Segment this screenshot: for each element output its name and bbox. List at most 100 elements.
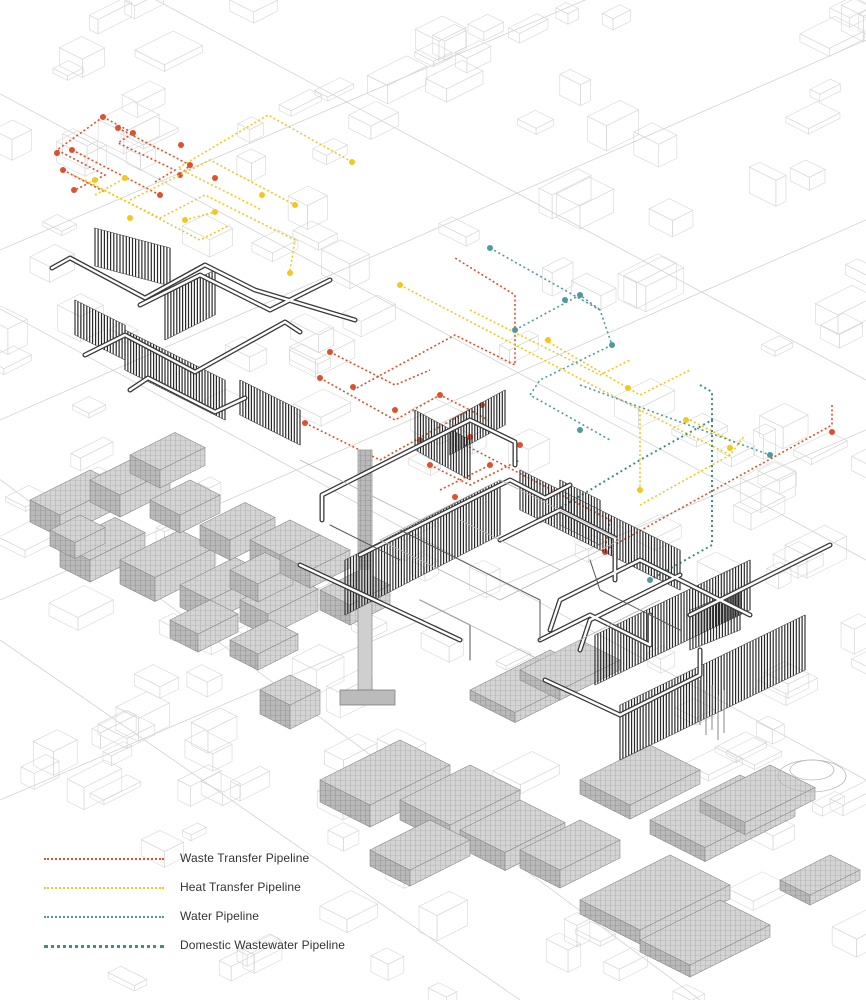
background-building — [748, 161, 787, 207]
bar-array — [449, 389, 506, 456]
background-building — [755, 715, 785, 745]
background-building — [438, 216, 480, 247]
background-building — [538, 168, 592, 220]
background-building — [408, 453, 442, 477]
water-nodes — [487, 245, 773, 583]
background-building — [757, 461, 798, 495]
background-building — [570, 272, 617, 310]
background-building — [467, 13, 505, 42]
legend-swatch-waste — [44, 858, 164, 860]
background-building — [733, 487, 786, 531]
background-building — [623, 256, 685, 313]
background-building — [648, 198, 694, 238]
background-building — [495, 648, 532, 671]
legend-item-waste: Waste Transfer Pipeline — [44, 848, 364, 877]
background-building — [761, 335, 794, 357]
background-building — [52, 60, 84, 81]
background-building — [342, 294, 397, 338]
grey-building-block — [369, 819, 471, 887]
background-building — [287, 185, 329, 231]
background-building — [545, 932, 582, 973]
main-pipe-lines — [49, 255, 833, 718]
background-building — [348, 100, 399, 140]
background-building — [799, 15, 866, 57]
grey-building-block — [49, 514, 106, 559]
grey-building-block — [129, 432, 206, 489]
background-building — [792, 431, 848, 466]
bar-array — [239, 379, 301, 446]
waste-transfer-pipeline-network — [55, 116, 833, 551]
background-building — [727, 871, 789, 911]
background-building — [66, 759, 123, 811]
background-building — [819, 313, 864, 349]
background-building — [288, 326, 356, 378]
background-building — [559, 68, 592, 107]
background-building — [71, 396, 107, 419]
background-building — [293, 388, 352, 427]
background-building — [633, 122, 678, 168]
background-building — [140, 829, 185, 868]
background-building — [844, 258, 866, 286]
background-building — [789, 159, 826, 191]
background-building — [97, 709, 156, 750]
background-building — [327, 822, 360, 852]
background-building — [739, 460, 797, 514]
background-building — [237, 116, 264, 143]
background-building — [292, 220, 338, 251]
legend-item-water: Water Pipeline — [44, 906, 364, 935]
background-building — [758, 402, 809, 450]
background-building — [278, 89, 323, 117]
background-building — [498, 330, 540, 365]
background-building — [181, 214, 234, 258]
background-building — [236, 933, 281, 967]
background-building — [0, 305, 28, 356]
background-building — [414, 15, 467, 61]
background-building — [850, 651, 866, 675]
legend-item-heat: Heat Transfer Pipeline — [44, 877, 364, 906]
background-building — [809, 78, 841, 102]
background-building — [229, 766, 271, 802]
bar-array — [414, 409, 471, 481]
background-building — [517, 109, 555, 135]
background-building — [418, 890, 469, 942]
bar-array — [94, 227, 171, 287]
background-building — [177, 764, 222, 807]
grey-building-block — [779, 854, 861, 906]
background-building — [671, 412, 729, 448]
background-building — [229, 0, 278, 24]
background-building — [32, 729, 78, 776]
column-cluster — [699, 680, 725, 740]
background-building — [829, 0, 866, 28]
background-building — [121, 80, 166, 119]
background-building — [48, 585, 114, 631]
legend-swatch-wastewater — [44, 945, 164, 948]
background-building — [647, 645, 676, 674]
heat-transfer-pipeline-network — [72, 114, 746, 506]
domestic-wastewater-pipeline-network — [539, 384, 713, 581]
legend-label-wastewater: Domestic Wastewater Pipeline — [180, 938, 346, 952]
background-building — [70, 436, 114, 472]
background-building — [617, 253, 677, 309]
background-building — [319, 890, 379, 934]
background-building — [115, 691, 171, 742]
plant-structure-outlines — [299, 459, 847, 793]
background-building — [107, 965, 148, 992]
background-building — [251, 229, 299, 263]
heat-transfer-nodes — [92, 159, 733, 493]
background-building — [289, 313, 335, 354]
background-building — [88, 0, 133, 35]
background-building — [574, 921, 617, 947]
background-building — [672, 984, 706, 1000]
bar-array — [74, 299, 126, 361]
background-building — [134, 30, 204, 72]
grey-building-block — [519, 819, 621, 889]
grey-building-block — [229, 619, 299, 671]
background-building — [752, 423, 777, 460]
background-building — [785, 101, 841, 135]
background-building — [717, 438, 756, 468]
background-building — [312, 137, 348, 166]
background-building — [125, 140, 157, 171]
legend-label-waste: Waste Transfer Pipeline — [180, 851, 310, 865]
background-building — [200, 772, 242, 807]
background-building — [58, 36, 106, 78]
